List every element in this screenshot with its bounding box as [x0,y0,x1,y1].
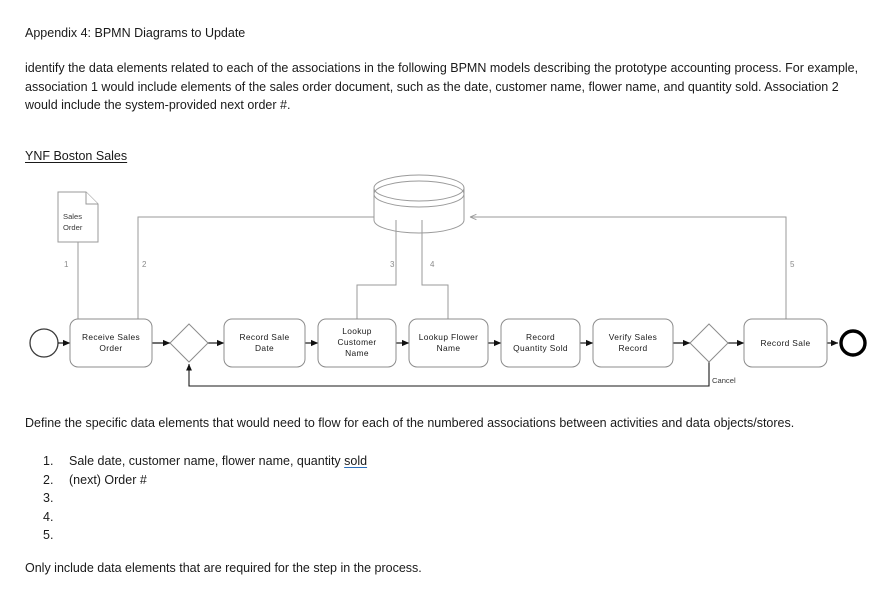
end-event[interactable] [839,329,867,357]
page-title: Appendix 4: BPMN Diagrams to Update [25,26,246,40]
sales-database [373,174,465,234]
association-number-1: 1 [64,260,69,269]
gateway-1[interactable] [169,323,209,363]
task-label-line2: Customer [337,337,376,347]
task-lookup-customer-name[interactable]: Lookup Customer Name [317,318,397,368]
list-item-text: (next) Order # [69,472,147,487]
task-label-line1: Record Sale [761,338,811,348]
bpmn-diagram: Sales Order 1 2 3 4 5 [0,170,894,400]
task-verify-sales-record[interactable]: Verify Sales Record [592,318,674,368]
task-label-line1: Record Sale [240,332,290,342]
association-number-3: 3 [390,260,395,269]
section-heading: YNF Boston Sales [25,149,128,163]
task-label-line2: Record [618,343,647,353]
list-item-number: 5. [43,528,54,542]
task-label-line1: Lookup [342,326,372,336]
misspelled-word: sold [344,454,368,468]
list-item[interactable]: 5. [43,526,543,545]
task-label-line2: Order [99,343,122,353]
list-item[interactable]: 3. [43,489,543,508]
sales-order-document: Sales Order [57,191,99,243]
list-item-number: 2. [43,472,54,487]
doc-label-line2: Order [63,223,83,232]
task-receive-sales-order[interactable]: Receive Sales Order [69,318,153,368]
task-label-line1: Lookup Flower [419,332,478,342]
intro-paragraph: identify the data elements related to ea… [25,61,859,112]
association-4 [421,220,451,339]
task-label-line1: Record [526,332,555,342]
association-3 [354,220,397,339]
task-label-line3: Name [345,348,369,358]
task-record-quantity-sold[interactable]: Record Quantity Sold [500,318,581,368]
gateway-2[interactable] [689,323,729,363]
list-item-number: 4. [43,509,54,524]
task-label-line2: Date [255,343,274,353]
task-label-line2: Quantity Sold [513,343,568,353]
task-record-sale[interactable]: Record Sale [743,318,828,368]
association-number-4: 4 [430,260,435,269]
list-item-number: 1. [43,454,54,468]
sequence-flow-cancel-loop [186,362,710,387]
answers-list: 1. Sale date, customer name, flower name… [43,452,543,545]
task-label-line1: Receive Sales [82,332,140,342]
association-number-5: 5 [790,260,795,269]
start-event[interactable] [29,328,59,358]
task-lookup-flower-name[interactable]: Lookup Flower Name [408,318,489,368]
closing-instruction: Only include data elements that are requ… [25,561,422,575]
task-label-line2: Name [437,343,461,353]
association-5 [469,213,787,322]
list-item[interactable]: 4. [43,508,543,527]
association-2 [135,216,374,339]
association-number-2: 2 [142,260,147,269]
task-record-sale-date[interactable]: Record Sale Date [223,318,306,368]
list-item-text: Sale date, customer name, flower name, q… [69,454,368,468]
list-item-number: 3. [43,491,54,505]
list-item[interactable]: 2. (next) Order # [43,471,543,490]
define-instruction: Define the specific data elements that w… [25,416,795,430]
cancel-label: Cancel [712,376,736,385]
doc-label-line1: Sales [63,212,82,221]
task-label-line1: Verify Sales [609,332,657,342]
list-item[interactable]: 1. Sale date, customer name, flower name… [43,452,543,471]
